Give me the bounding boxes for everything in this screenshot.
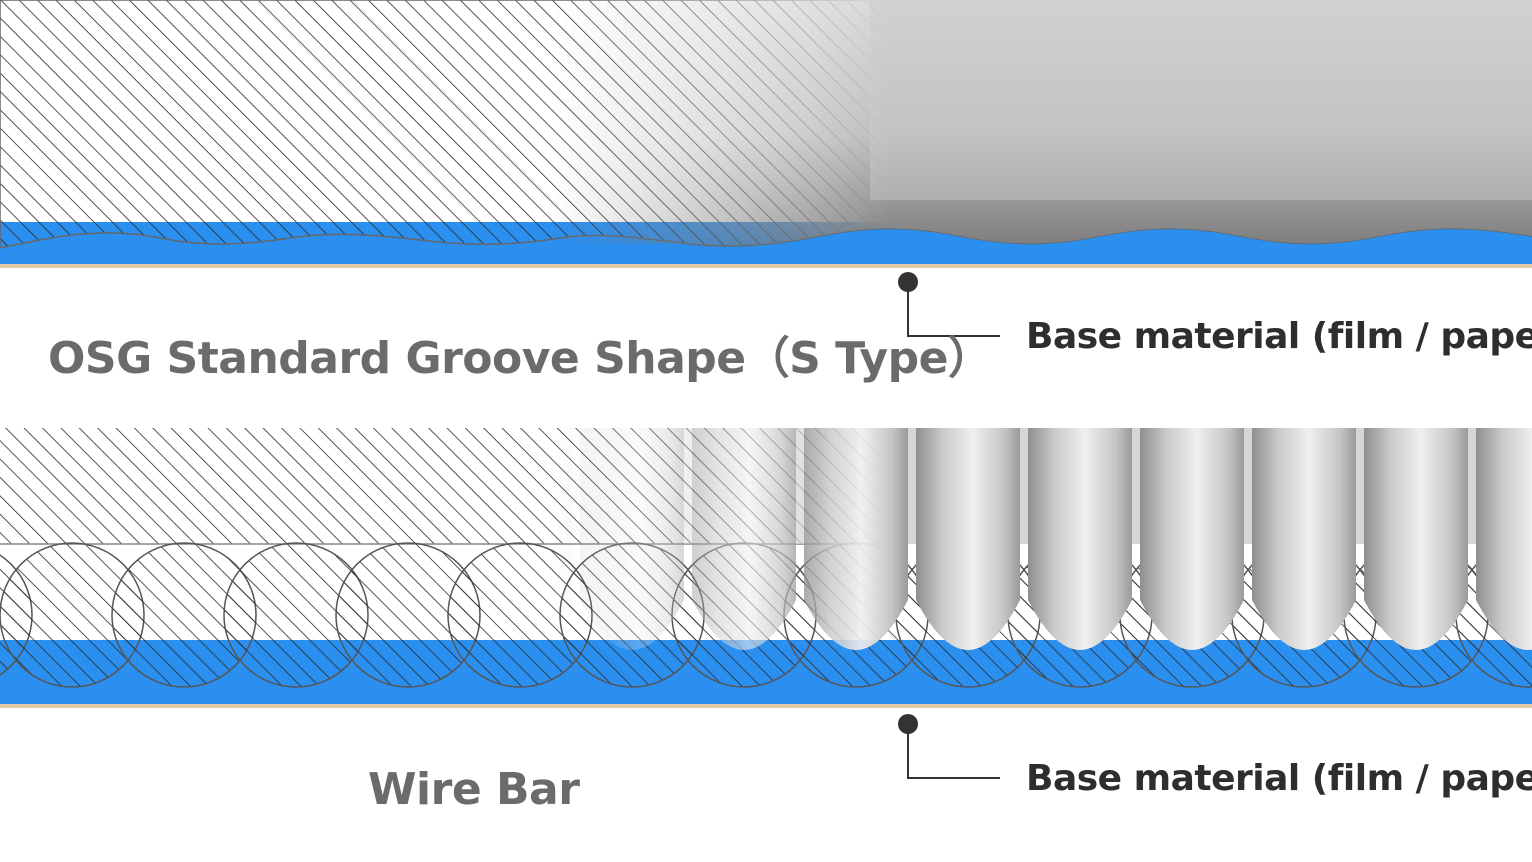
wire-coil-shaded [916, 428, 1020, 650]
base-material-label-bottom: Base material (film / paper) [1026, 758, 1532, 799]
base-material-strip-bottom [0, 704, 1532, 708]
groove-shape-caption: OSG Standard Groove Shape（S Type） [48, 333, 992, 384]
wire-coil-shaded [1028, 428, 1132, 650]
wire-coil-shaded [244, 428, 348, 650]
groove-shape-panel [0, 0, 1532, 268]
wire-coil-shaded [20, 428, 124, 650]
base-material-callout-top [898, 272, 1000, 337]
wire-coil-shaded [1364, 428, 1468, 650]
wire-coil-shaded [132, 428, 236, 650]
wire-bar-caption: Wire Bar [368, 764, 580, 815]
base-material-callout-bottom [898, 714, 1000, 779]
base-material-label-top: Base material (film / paper) [1026, 316, 1532, 357]
wire-coil-shaded [468, 428, 572, 650]
wire-coil-shaded [0, 428, 12, 621]
wire-coil-shaded [804, 428, 908, 650]
wire-coil-shaded [1252, 428, 1356, 650]
wire-coil-shaded [1140, 428, 1244, 650]
base-material-strip-top [0, 264, 1532, 268]
wire-coil-shaded [692, 428, 796, 650]
wire-bar-panel [0, 428, 1532, 708]
wire-coil-shaded [1476, 428, 1532, 650]
wire-coil-shaded [356, 428, 460, 650]
wire-coil-shaded [580, 428, 684, 650]
